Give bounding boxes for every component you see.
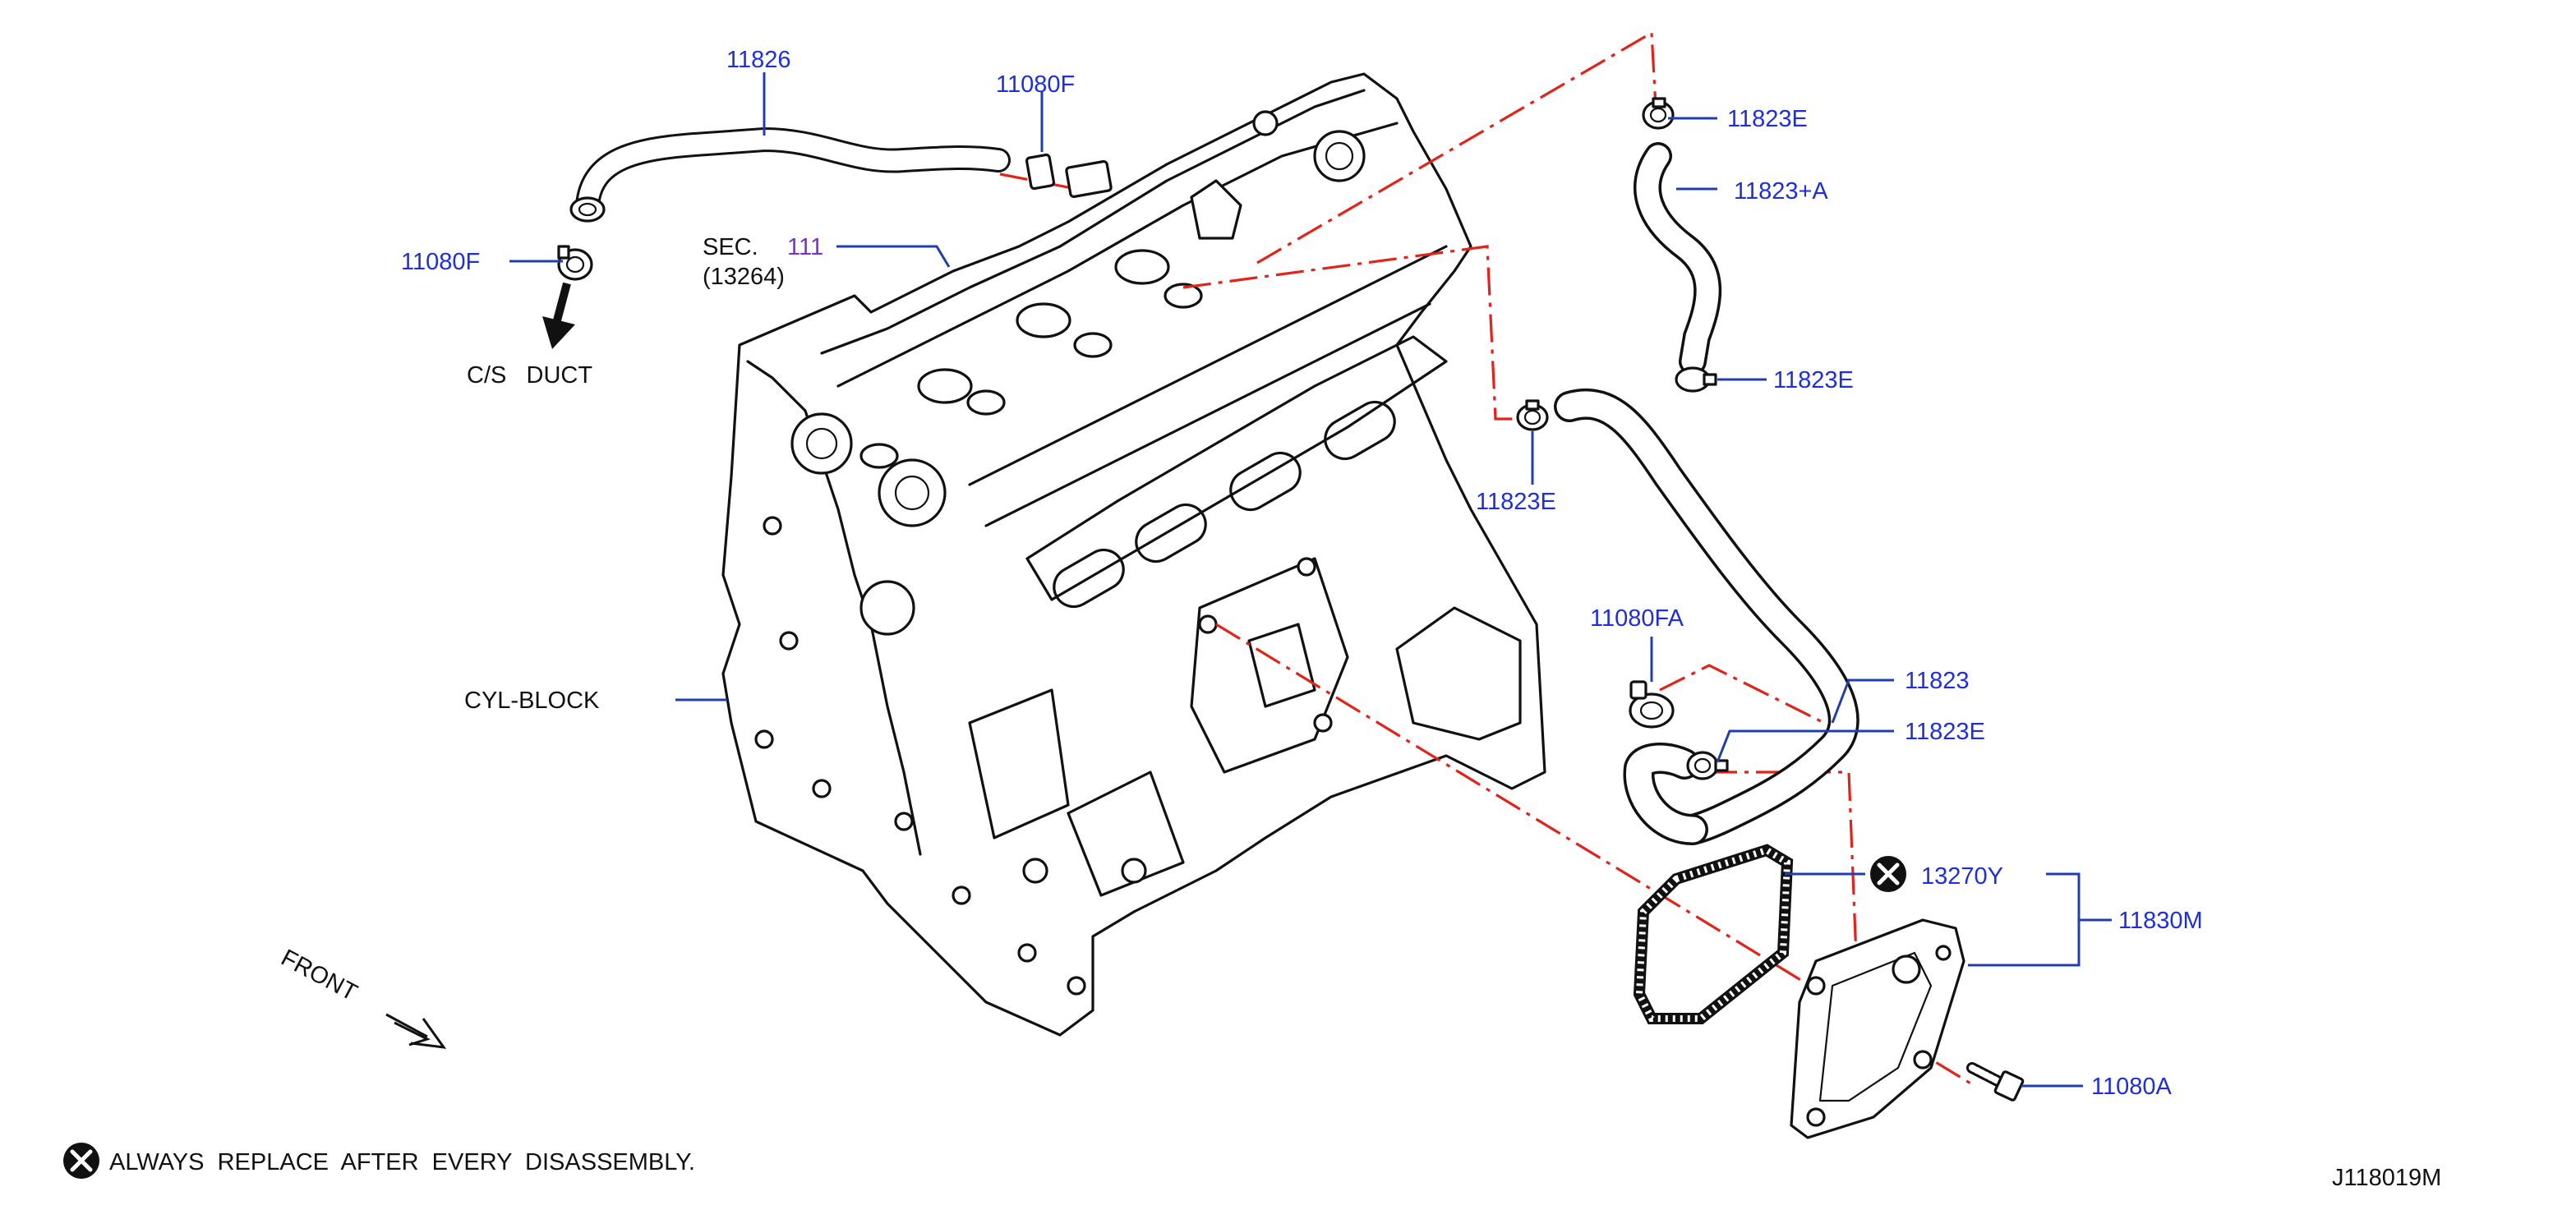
label-sec-ref: (13264) <box>703 264 785 290</box>
hose-clamp-11823E-low <box>1686 751 1729 780</box>
label-11823E-low: 11823E <box>1905 719 1985 745</box>
label-sec-number: 111 <box>787 234 823 260</box>
hose-clamp-11080FA <box>1629 680 1675 729</box>
label-11823: 11823 <box>1905 668 1970 694</box>
cs-duct-arrow <box>542 282 575 349</box>
pcv-hose-11823 <box>1554 388 1859 845</box>
hose-clamp-11080F-top <box>1025 153 1113 199</box>
footnote-text: ALWAYS REPLACE AFTER EVERY DISASSEMBLY. <box>109 1149 695 1175</box>
pcv-hose-11823A <box>1633 142 1722 375</box>
label-13270Y: 13270Y <box>1921 863 2003 890</box>
replace-mark-icon <box>1870 856 1906 892</box>
label-11823E-left: 11823E <box>1476 489 1556 515</box>
gasket-13270Y <box>1633 844 1794 1024</box>
hose-clamp-11823E-mid <box>1675 366 1717 393</box>
oil-separator-cover-11830M <box>1790 918 1965 1139</box>
hose-clamp-11823E-top <box>1642 97 1675 130</box>
label-11080F-top: 11080F <box>996 71 1075 98</box>
bolt-11080A <box>1966 1062 2025 1102</box>
footnote-replace-icon <box>63 1143 99 1179</box>
label-11823A: 11823+A <box>1734 178 1828 205</box>
label-11080F-left: 11080F <box>401 249 480 275</box>
label-11080A: 11080A <box>2091 1074 2172 1100</box>
label-11823E-top: 11823E <box>1727 106 1808 132</box>
cylinder-block-drawing <box>721 72 1546 1037</box>
hose-clamp-11080F-left <box>557 245 593 281</box>
hose-clamp-11823E-left <box>1516 399 1549 431</box>
diagram-id: J118019M <box>2332 1165 2441 1191</box>
label-cs-duct: C/S DUCT <box>467 362 592 389</box>
label-cyl-block: CYL-BLOCK <box>464 688 600 714</box>
label-sec-prefix: SEC. <box>703 234 758 260</box>
label-11830M: 11830M <box>2118 908 2203 934</box>
label-front: FRONT <box>277 945 362 1006</box>
labels: 11826 11080F 11080F SEC. 111 (13264) C/S… <box>109 47 2441 1191</box>
front-arrow-icon <box>385 1013 447 1049</box>
label-11080FA: 11080FA <box>1590 605 1684 632</box>
label-11823E-mid: 11823E <box>1773 367 1854 393</box>
leader-lines <box>509 72 2112 1088</box>
pcv-hose-11826 <box>569 126 1011 223</box>
label-11826: 11826 <box>726 47 791 73</box>
